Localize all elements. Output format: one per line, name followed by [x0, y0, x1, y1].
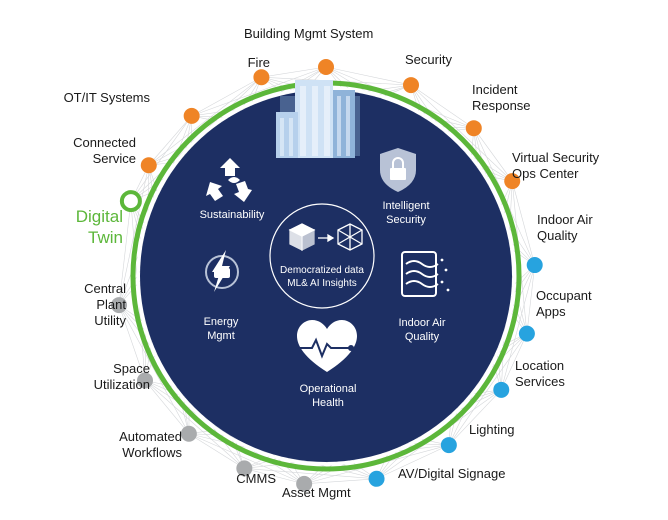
center-insights-circle — [269, 203, 375, 309]
mesh-line — [191, 76, 262, 117]
outer-nodes — [111, 59, 543, 492]
cube-transform-icon — [288, 223, 363, 252]
lock-icon — [380, 148, 416, 192]
mesh-line — [144, 380, 305, 485]
label-cmms: CMMS — [236, 471, 276, 486]
mesh-line — [448, 333, 528, 446]
node-security — [403, 77, 420, 94]
mesh-line — [473, 128, 513, 182]
label-building-mgmt-system: Building Mgmt System — [244, 26, 374, 41]
label-fire: Fire — [247, 55, 270, 70]
mesh-line — [261, 66, 327, 78]
mesh-line — [325, 66, 412, 86]
label-lighting: Lighting — [469, 422, 515, 437]
air-quality-icon — [401, 251, 450, 297]
mesh-line — [244, 468, 305, 485]
mesh-line — [448, 389, 502, 446]
energy-plug-icon — [205, 250, 239, 292]
mesh-line — [148, 115, 192, 166]
recycle-icon — [206, 158, 252, 202]
mesh-line — [144, 380, 245, 469]
mesh-line — [511, 181, 536, 266]
label-security: Security — [405, 52, 452, 67]
mesh-line — [500, 264, 536, 390]
node-virtual-security-ops-center — [504, 173, 521, 190]
node-location-services — [493, 381, 510, 398]
mesh-line — [148, 76, 262, 166]
mesh-line — [118, 304, 190, 434]
mesh-line — [376, 444, 449, 480]
node-ot-it-systems — [183, 107, 200, 124]
node-lighting — [440, 437, 457, 454]
inner-label-sustainability: Sustainability — [199, 209, 265, 221]
building-icon — [276, 80, 360, 158]
node-incident-response — [465, 120, 482, 137]
mesh-line — [118, 304, 146, 381]
label-asset-mgmt: Asset Mgmt — [282, 485, 351, 500]
node-indoor-air-quality — [526, 257, 543, 274]
mesh-line — [410, 84, 513, 182]
mesh-line — [130, 115, 192, 202]
node-building-mgmt-system — [318, 59, 334, 75]
mesh-line — [501, 333, 528, 390]
mesh-line — [188, 433, 305, 485]
node-asset-mgmt — [296, 475, 313, 492]
mesh-line — [410, 84, 474, 129]
label-av-digital-signage: AV/Digital Signage — [398, 466, 506, 481]
node-automated-workflows — [180, 425, 197, 442]
node-connected-service — [140, 157, 157, 174]
mesh-line — [144, 380, 190, 434]
node-av-digital-signage — [368, 470, 385, 487]
node-occupant-apps — [518, 325, 535, 342]
node-central-plant-utility — [111, 297, 128, 314]
label-ot-it-systems: OT/IT Systems — [63, 90, 150, 105]
mesh-line — [188, 433, 245, 469]
mesh-line — [118, 201, 132, 306]
central-navy-disc — [140, 90, 512, 462]
mesh-line — [304, 478, 377, 485]
node-cmms — [236, 460, 253, 477]
mesh-line — [526, 265, 536, 334]
node-space-utilization — [137, 372, 154, 389]
heart-pulse-icon — [297, 320, 357, 372]
node-fire — [253, 69, 270, 86]
node-digital-twin — [119, 190, 142, 213]
mesh-line — [191, 66, 327, 117]
mesh-line — [244, 468, 377, 480]
